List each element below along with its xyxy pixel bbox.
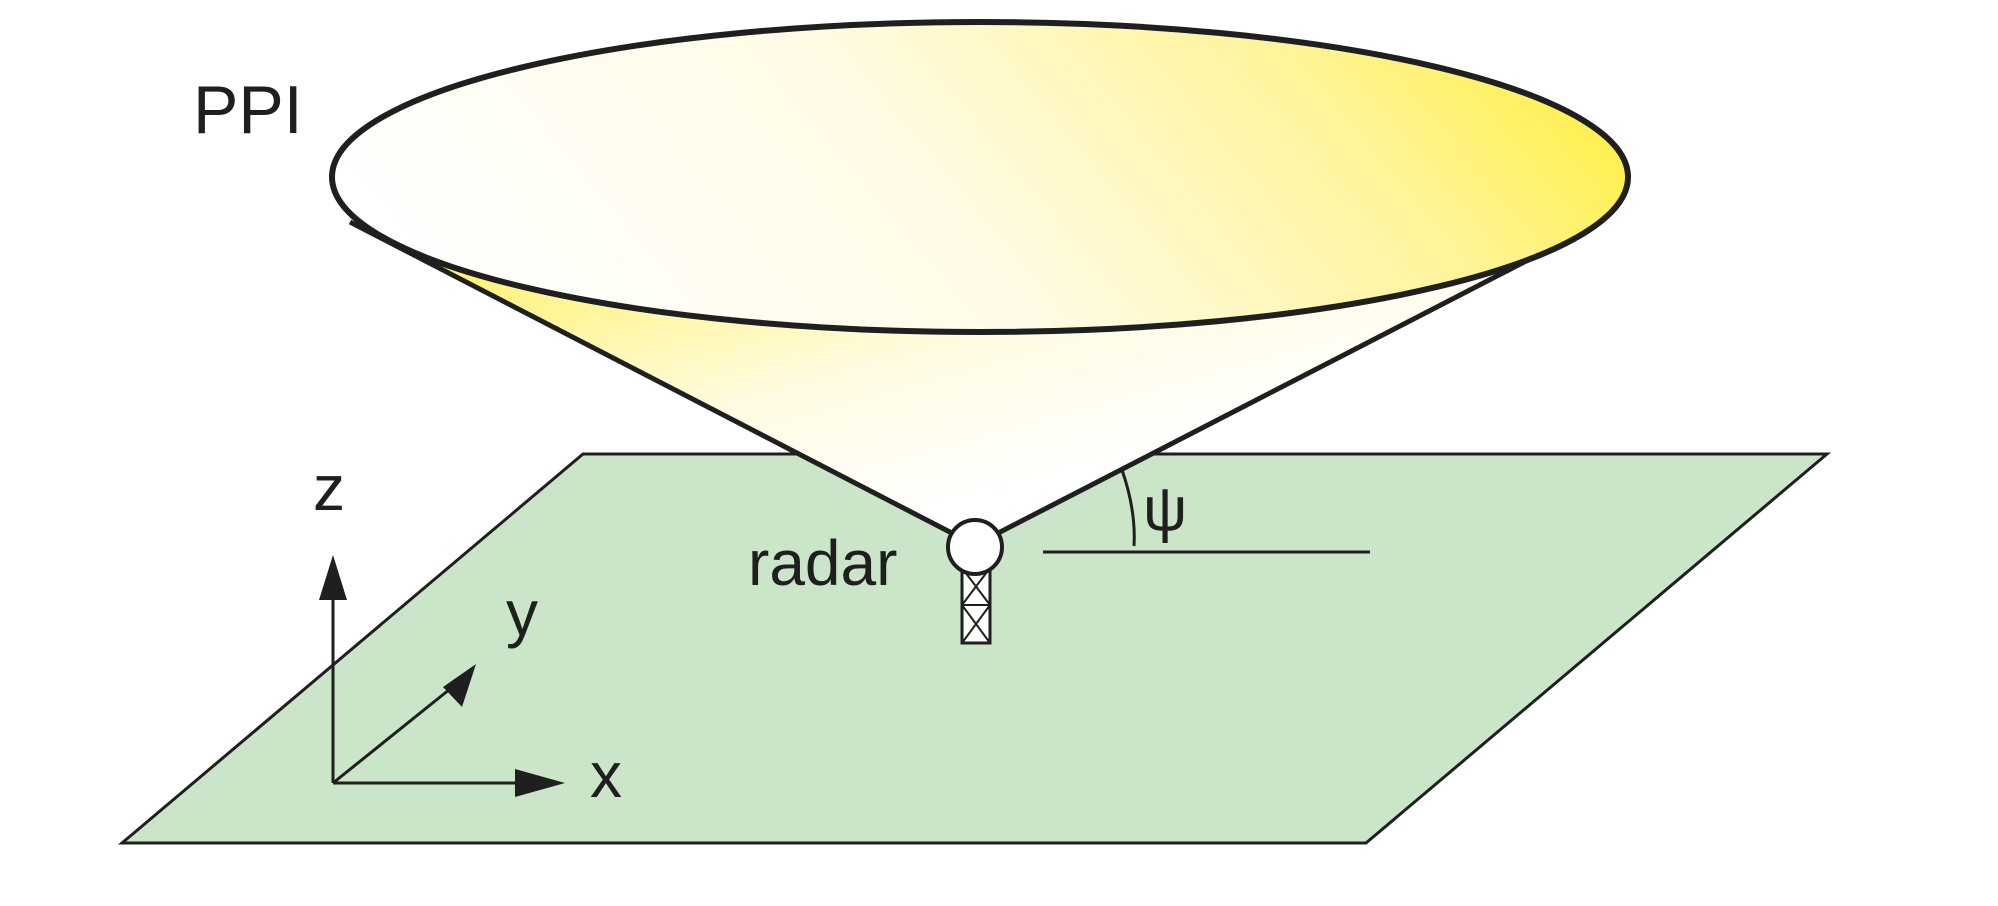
- cone-edge-left: [348, 219, 977, 548]
- ppi-cone: [350, 222, 1530, 545]
- radar-tower: [960, 566, 992, 645]
- ppi-scan-ellipse: [329, 19, 1631, 335]
- x-axis-label: x: [590, 739, 622, 811]
- z-axis-label: z: [313, 452, 345, 524]
- radar-antenna: [946, 518, 1004, 576]
- y-axis-label: y: [506, 577, 538, 649]
- y-axis-arrowhead: [443, 664, 476, 707]
- coordinate-axes: [319, 555, 565, 797]
- ground-plane: [117, 452, 1832, 845]
- z-axis-arrowhead: [319, 555, 347, 600]
- cone-edge-right: [973, 256, 1532, 548]
- elevation-angle-arc: [1120, 469, 1136, 547]
- x-axis-arrowhead: [515, 769, 565, 797]
- elevation-angle-label: ψ: [1143, 475, 1187, 544]
- radar-label: radar: [748, 527, 897, 599]
- ppi-label: PPI: [193, 72, 303, 148]
